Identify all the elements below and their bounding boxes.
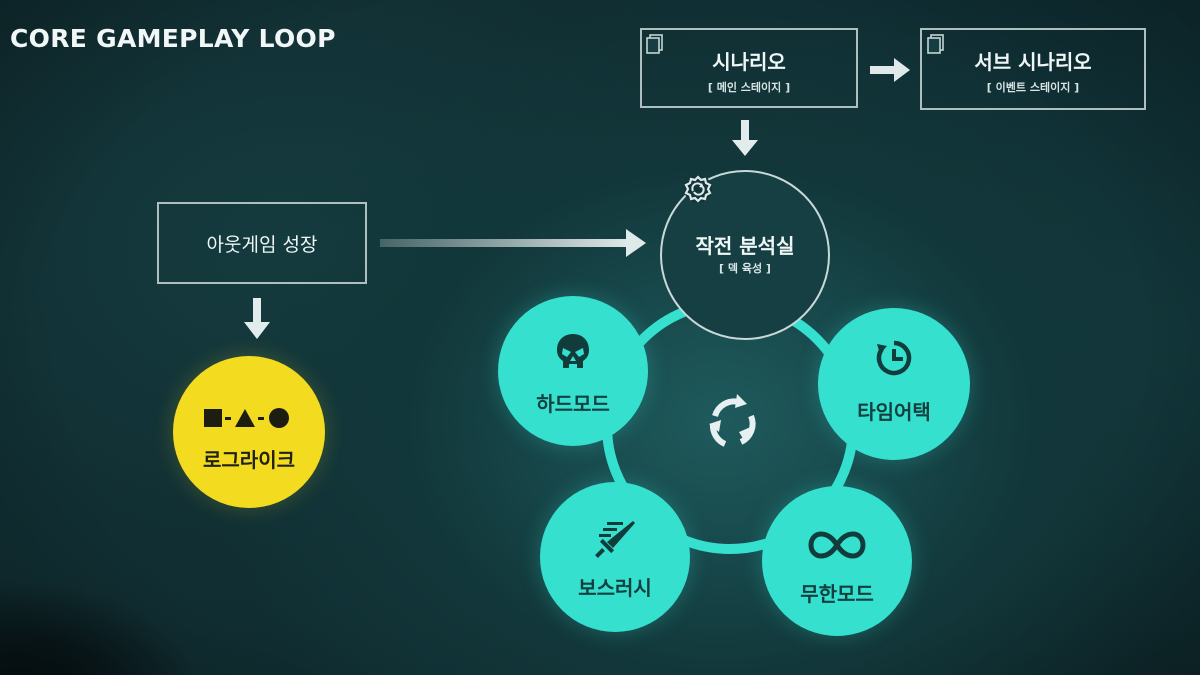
operation-analysis-room-subtitle: [ 덱 육성 ]	[719, 262, 771, 275]
document-icon	[646, 34, 663, 54]
time-attack-circle: 타임어택	[818, 308, 970, 460]
roguelike-label: 로그라이크	[203, 448, 295, 472]
operation-analysis-room-title: 작전 분석실	[695, 234, 795, 258]
sub-scenario-box: 서브 시나리오 [ 이벤트 스테이지 ]	[920, 28, 1146, 110]
time-attack-label: 타임어택	[857, 400, 931, 424]
clock-icon	[876, 340, 912, 376]
roguelike-shapes	[173, 406, 325, 436]
infinite-mode-circle: 무한모드	[762, 486, 912, 636]
roguelike-circle: 로그라이크	[173, 356, 325, 508]
document-icon	[927, 34, 944, 54]
outgame-growth-title: 아웃게임 성장	[206, 234, 318, 256]
outgame-growth-box: 아웃게임 성장	[157, 202, 367, 284]
arrow-down-icon	[732, 120, 758, 156]
scenario-box: 시나리오 [ 메인 스테이지 ]	[640, 28, 858, 108]
triangle-icon	[235, 409, 255, 427]
gear-refresh-icon	[684, 175, 712, 203]
infinity-icon	[808, 531, 866, 559]
sub-scenario-title: 서브 시나리오	[974, 50, 1092, 74]
arrow-right-icon	[380, 229, 646, 257]
scenario-title: 시나리오	[712, 50, 786, 74]
scenario-subtitle: [ 메인 스테이지 ]	[707, 81, 791, 94]
arrow-right-icon	[870, 58, 910, 82]
page-title: CORE GAMEPLAY LOOP	[10, 24, 336, 53]
hard-mode-label: 하드모드	[536, 392, 610, 416]
cycle-icon	[709, 394, 756, 447]
boss-rush-label: 보스러시	[578, 576, 652, 600]
circle-icon	[269, 408, 289, 428]
square-triangle-circle-icon	[204, 408, 289, 428]
skull-icon	[557, 334, 589, 368]
hard-mode-circle: 하드모드	[498, 296, 648, 446]
infinite-mode-label: 무한모드	[800, 582, 874, 606]
sub-scenario-subtitle: [ 이벤트 스테이지 ]	[986, 81, 1080, 94]
operation-analysis-room-circle: 작전 분석실 [ 덱 육성 ]	[660, 170, 830, 340]
arrow-down-icon	[244, 298, 270, 339]
sword-icon	[595, 521, 635, 558]
boss-rush-circle: 보스러시	[540, 482, 690, 632]
square-icon	[204, 409, 222, 427]
